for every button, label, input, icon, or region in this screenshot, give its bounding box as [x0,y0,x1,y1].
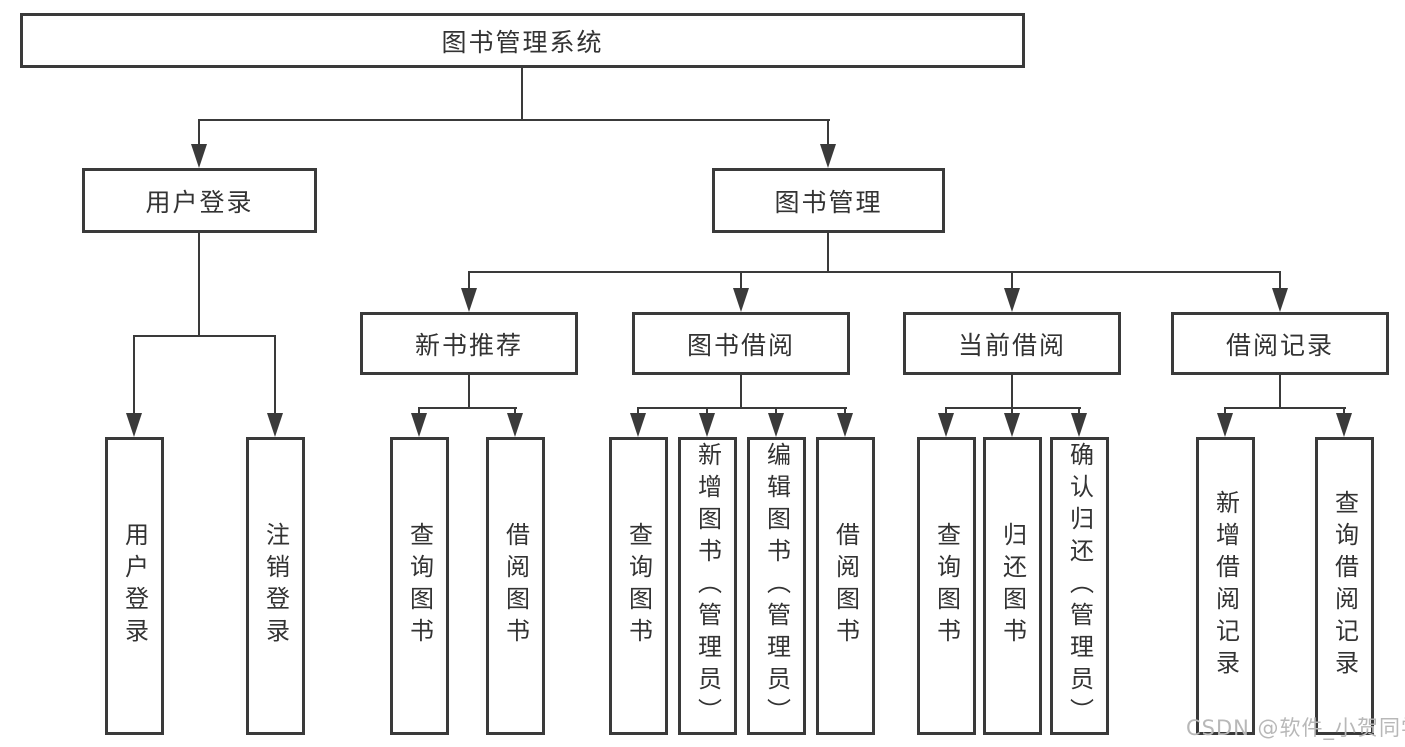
connector-line [1011,375,1013,409]
leaf-user-login: 用户登录 [105,437,164,735]
node-book-management: 图书管理 [712,168,945,233]
arrow-down-icon [267,413,283,437]
leaf-query-borrow-record: 查询借阅记录 [1315,437,1374,735]
connector-line [945,407,1081,409]
root-node-label: 图书管理系统 [441,27,604,57]
node-new-book-recommend: 新书推荐 [360,312,578,375]
leaf-confirm-return-admin-label: 确认归还（管理员） [1065,442,1094,730]
leaf-borrow-books-label: 借阅图书 [831,522,860,650]
node-book-borrow-label: 图书借阅 [686,330,795,360]
leaf-logout: 注销登录 [246,437,305,735]
connector-line [133,335,135,417]
connector-line [274,335,276,417]
connector-line [740,375,742,409]
leaf-query-books-borrow-label: 查询图书 [624,522,653,650]
arrow-down-icon [126,413,142,437]
leaf-add-book-admin-label: 新增图书（管理员） [693,442,722,730]
arrow-down-icon [820,144,836,168]
node-book-management-label: 图书管理 [774,187,883,217]
leaf-user-login-label: 用户登录 [120,522,149,650]
connector-line [198,233,200,337]
leaf-query-books-recommend-label: 查询图书 [405,522,434,650]
leaf-query-books-borrow: 查询图书 [609,437,668,735]
arrow-down-icon [1071,413,1087,437]
leaf-add-book-admin: 新增图书（管理员） [678,437,737,735]
leaf-confirm-return-admin: 确认归还（管理员） [1050,437,1109,735]
connector-line [740,271,742,293]
leaf-add-borrow-record-label: 新增借阅记录 [1211,490,1240,682]
arrow-down-icon [699,413,715,437]
connector-line [198,119,830,121]
node-borrow-records-label: 借阅记录 [1225,330,1334,360]
leaf-query-books-current: 查询图书 [917,437,976,735]
connector-line [1011,271,1013,293]
leaf-query-books-recommend: 查询图书 [390,437,449,735]
node-user-login-label: 用户登录 [145,187,254,217]
arrow-down-icon [1336,413,1352,437]
arrow-down-icon [938,413,954,437]
arrow-down-icon [733,288,749,312]
leaf-borrow-books-recommend: 借阅图书 [486,437,545,735]
arrow-down-icon [837,413,853,437]
arrow-down-icon [191,144,207,168]
connector-line [198,119,200,149]
connector-line [133,335,276,337]
connector-line [1279,375,1281,409]
connector-line [827,233,829,273]
leaf-borrow-books: 借阅图书 [816,437,875,735]
connector-line [521,68,523,120]
connector-line [1279,271,1281,293]
leaf-query-borrow-record-label: 查询借阅记录 [1330,490,1359,682]
leaf-edit-book-admin: 编辑图书（管理员） [747,437,806,735]
arrow-down-icon [411,413,427,437]
arrow-down-icon [1217,413,1233,437]
leaf-borrow-books-recommend-label: 借阅图书 [501,522,530,650]
leaf-query-books-current-label: 查询图书 [932,522,961,650]
connector-line [827,119,829,149]
leaf-return-book: 归还图书 [983,437,1042,735]
leaf-edit-book-admin-label: 编辑图书（管理员） [762,442,791,730]
node-book-borrow: 图书借阅 [632,312,850,375]
connector-line [637,407,847,409]
connector-line [1224,407,1346,409]
connector-line [468,271,1281,273]
arrow-down-icon [1272,288,1288,312]
arrow-down-icon [507,413,523,437]
node-new-book-recommend-label: 新书推荐 [414,330,523,360]
arrow-down-icon [461,288,477,312]
node-user-login: 用户登录 [82,168,317,233]
connector-line [468,375,470,409]
arrow-down-icon [1004,413,1020,437]
leaf-add-borrow-record: 新增借阅记录 [1196,437,1255,735]
leaf-logout-label: 注销登录 [261,522,290,650]
root-node: 图书管理系统 [20,13,1025,68]
watermark: CSDN @软件_小贺同学 [1186,716,1405,740]
connector-line [468,271,470,293]
node-current-borrow-label: 当前借阅 [957,330,1066,360]
arrow-down-icon [630,413,646,437]
node-current-borrow: 当前借阅 [903,312,1121,375]
connector-line [418,407,517,409]
arrow-down-icon [768,413,784,437]
arrow-down-icon [1004,288,1020,312]
leaf-return-book-label: 归还图书 [998,522,1027,650]
node-borrow-records: 借阅记录 [1171,312,1389,375]
